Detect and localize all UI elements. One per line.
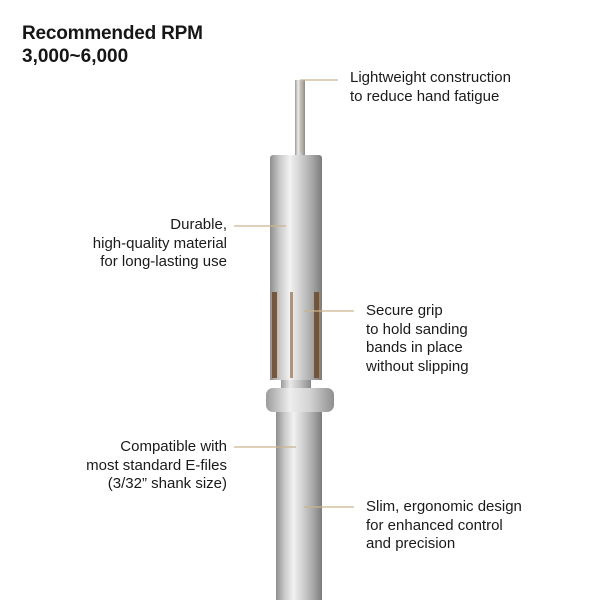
callout-line: and precision bbox=[366, 535, 456, 552]
leader-line-lightweight bbox=[300, 79, 338, 152]
neck bbox=[281, 380, 311, 389]
grip-section bbox=[270, 288, 322, 380]
collar bbox=[266, 388, 334, 412]
callout-durable: Durable, high-quality material for long-… bbox=[93, 216, 227, 272]
callout-grip: Secure grip to hold sanding bands in pla… bbox=[366, 302, 469, 376]
callout-line: Lightweight construction bbox=[350, 69, 511, 86]
callout-line: most standard E-files bbox=[86, 456, 227, 474]
callout-line: Secure grip bbox=[366, 302, 443, 319]
callout-line: Compatible with bbox=[120, 438, 227, 455]
leader-lines bbox=[234, 79, 354, 508]
callout-line: high-quality material bbox=[92, 234, 227, 252]
grip-slot bbox=[272, 292, 277, 378]
rpm-range: 3,000~6,000 bbox=[22, 46, 129, 67]
grip-slot bbox=[314, 292, 319, 378]
rpm-title: Recommended RPM bbox=[22, 23, 203, 44]
callout-line: Durable, bbox=[170, 216, 227, 233]
shank bbox=[276, 412, 322, 600]
callout-lightweight: Lightweight construction to reduce hand … bbox=[350, 69, 511, 106]
callout-line: to reduce hand fatigue bbox=[350, 87, 500, 105]
callout-line: bands in place bbox=[366, 339, 463, 356]
callout-line: (3/32” shank size) bbox=[107, 475, 227, 492]
mandrel-body bbox=[270, 155, 322, 290]
callout-line: to hold sanding bbox=[366, 320, 468, 338]
grip-slot bbox=[290, 292, 293, 378]
callout-line: for enhanced control bbox=[366, 516, 503, 534]
callout-compatible: Compatible with most standard E-files (3… bbox=[86, 438, 227, 494]
callout-line: without slipping bbox=[366, 357, 469, 375]
callout-line: for long-lasting use bbox=[100, 253, 227, 270]
callout-line: Slim, ergonomic design bbox=[366, 498, 522, 515]
shaft-tip bbox=[295, 80, 305, 158]
callout-slim: Slim, ergonomic design for enhanced cont… bbox=[366, 498, 522, 554]
